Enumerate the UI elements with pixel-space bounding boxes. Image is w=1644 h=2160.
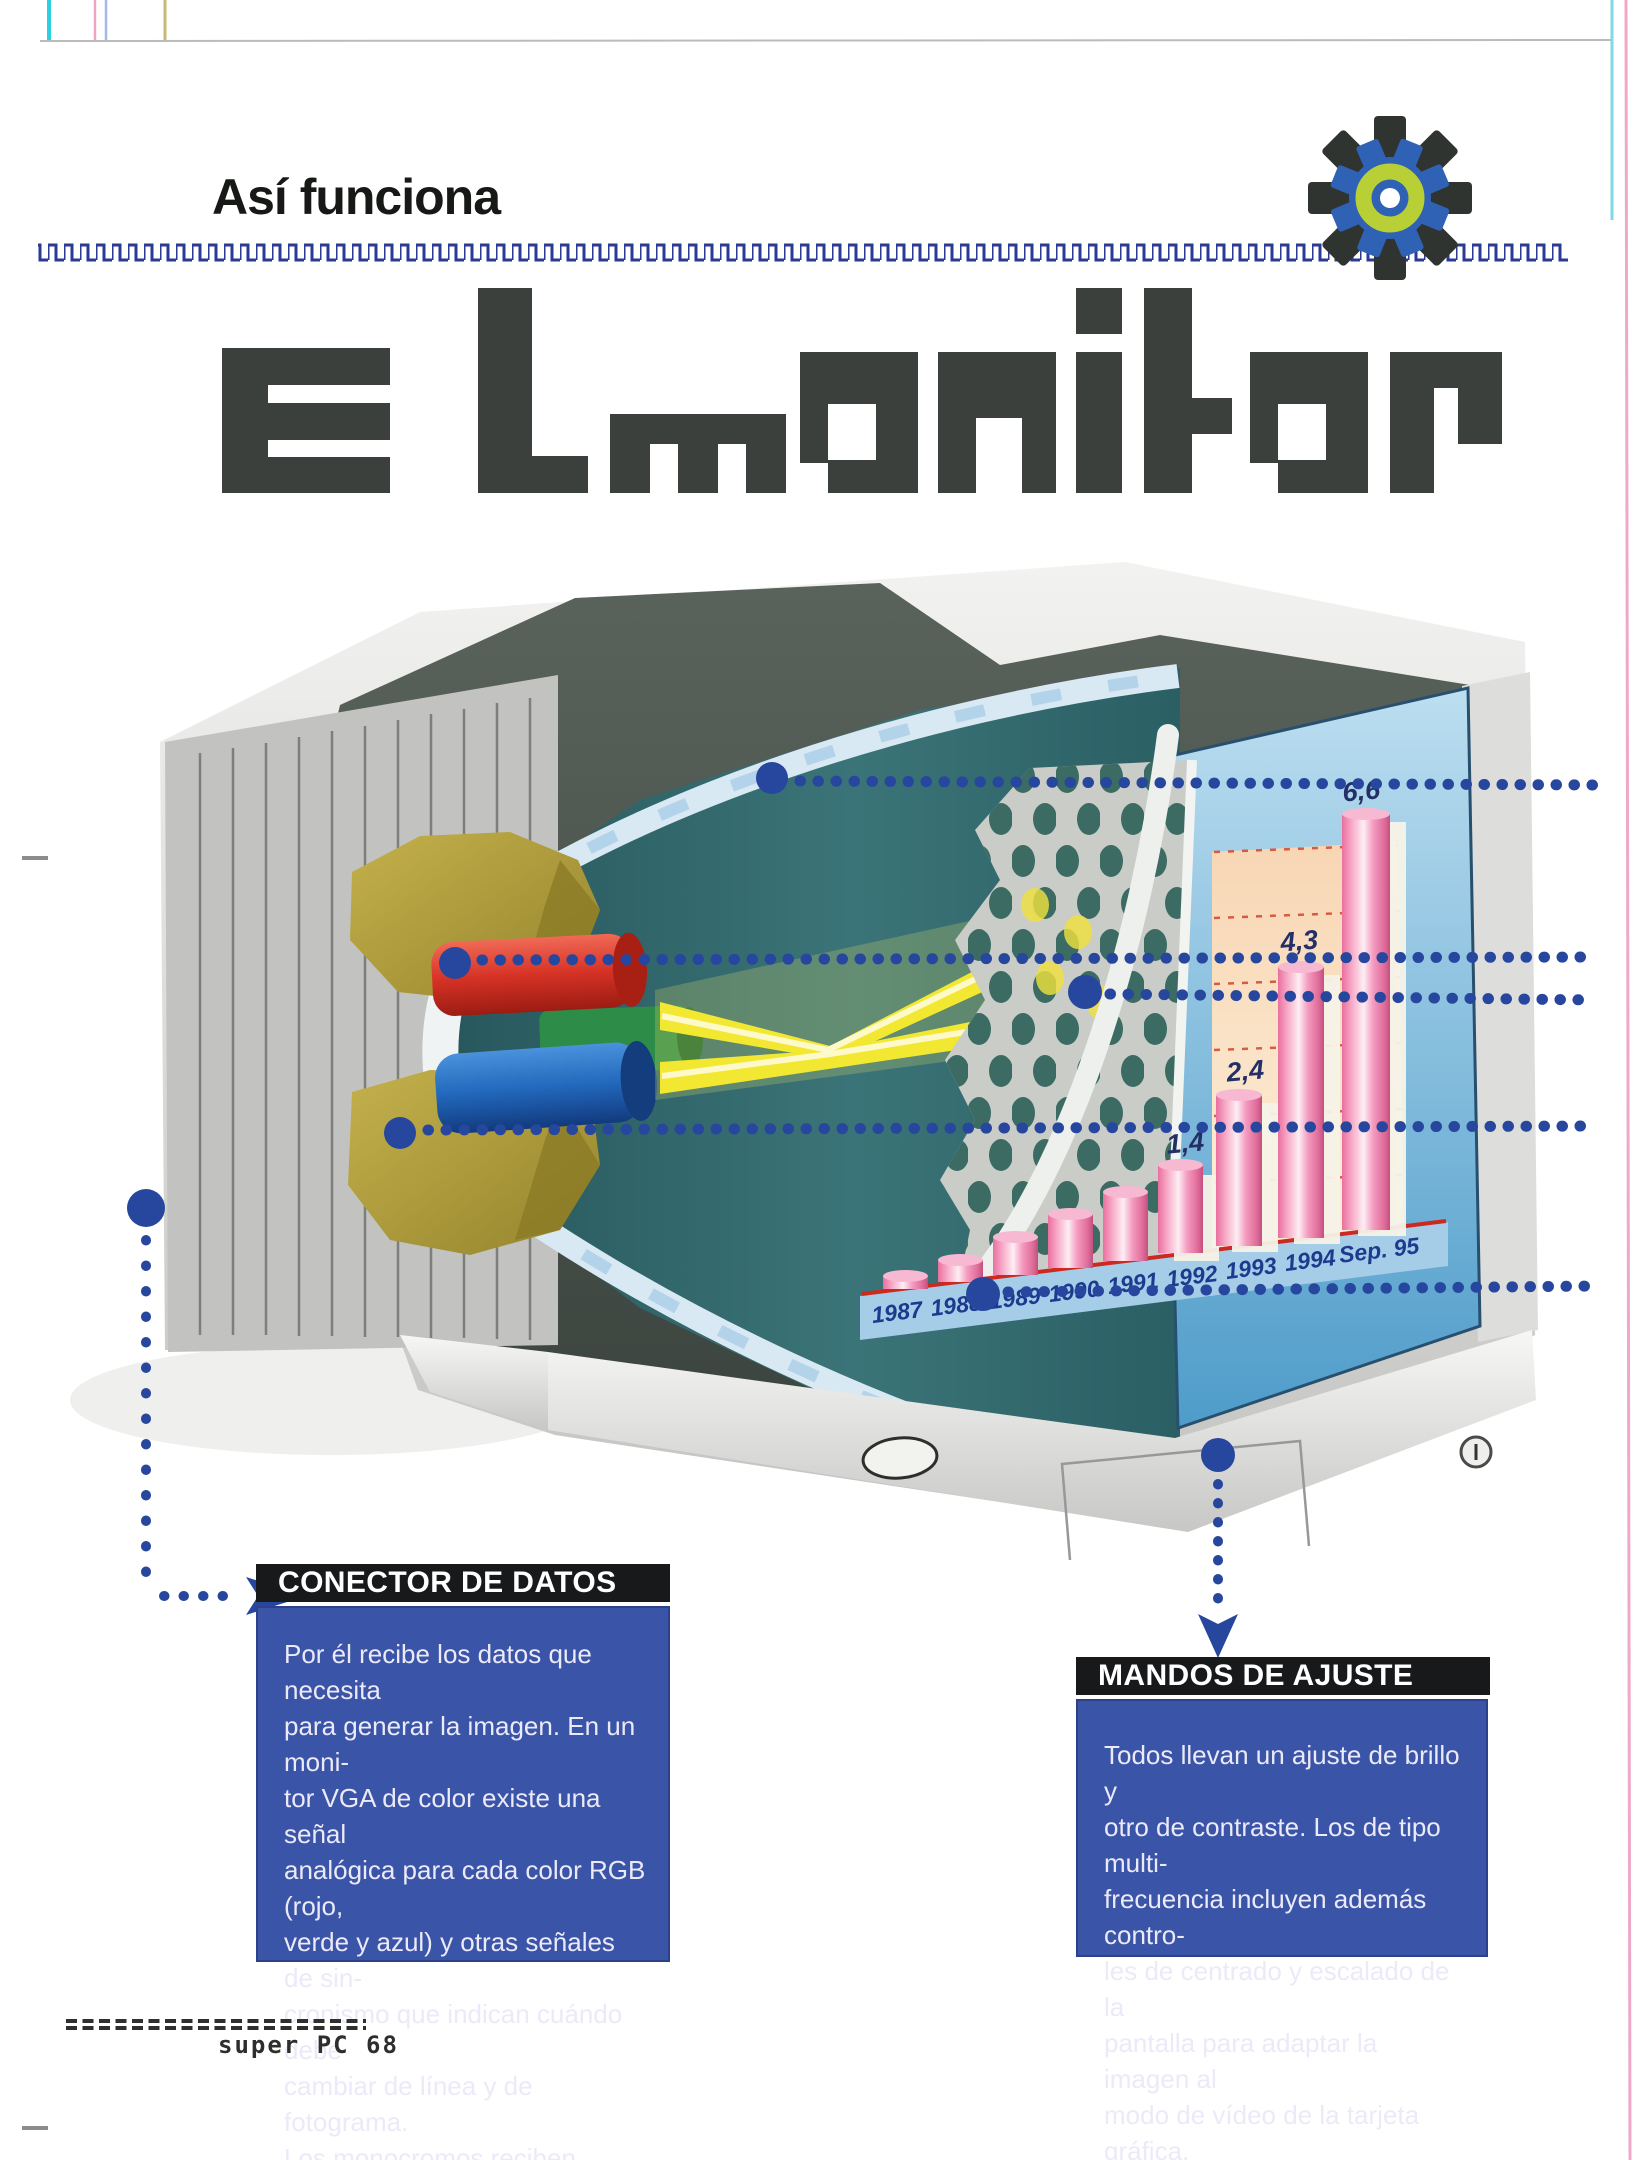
gun-red <box>431 932 648 1016</box>
callout-dot-yoke <box>384 1117 416 1149</box>
down-arrow-icon <box>1198 1614 1238 1658</box>
callout-mandos <box>1198 1438 1238 1658</box>
bar <box>1278 967 1324 1238</box>
wordmark-glyphs <box>222 288 1502 493</box>
conector-box-title: CONECTOR DE DATOS <box>256 1564 670 1602</box>
bezel-right <box>1462 672 1538 1342</box>
callout-dot-connector <box>127 1189 165 1227</box>
front-panel-details <box>861 1435 1493 1561</box>
bar <box>938 1260 983 1282</box>
conector-box-body: Por él recibe los datos que necesita par… <box>256 1606 670 2160</box>
value-label: 4,3 <box>1278 924 1319 957</box>
monitor-illustration: 1987 1988 1989 1990 1991 1992 1993 1994 … <box>70 562 1601 1658</box>
callout-line-yoke <box>422 1120 1601 1136</box>
footer-dashes <box>66 2019 366 2023</box>
bar <box>1103 1192 1148 1261</box>
footer-dashes <box>66 2026 366 2030</box>
callout-dot-glass <box>966 1277 1000 1311</box>
header-border-pattern <box>38 240 1568 264</box>
callout-line-glass <box>1002 1280 1601 1298</box>
bar <box>993 1237 1038 1275</box>
mandos-box-title: MANDOS DE AJUSTE <box>1076 1657 1490 1695</box>
gear-icon <box>1308 116 1472 280</box>
control-hatch-seam <box>1060 1439 1311 1561</box>
footer-page-label: super PC 68 <box>218 2031 399 2059</box>
bar <box>1158 1165 1203 1253</box>
x-axis-band <box>860 1222 1448 1340</box>
callout-dot-funnel <box>756 762 788 794</box>
brand-badge <box>861 1436 939 1480</box>
chart-bars <box>883 808 1390 1289</box>
year-label: 1994 <box>1283 1244 1337 1276</box>
year-label: 1990 <box>1047 1275 1101 1307</box>
value-label: 2,4 <box>1224 1054 1265 1087</box>
page-title: Así funciona <box>212 169 501 225</box>
callout-lines <box>384 762 1601 1311</box>
screen-chart: 1987 1988 1989 1990 1991 1992 1993 1994 … <box>860 774 1448 1340</box>
mandos-box-body: Todos llevan un ajuste de brillo y otro … <box>1076 1699 1488 2160</box>
front-bottom-band <box>400 1330 1536 1532</box>
callout-dot-mask <box>1068 975 1102 1009</box>
print-artifacts <box>22 0 1632 2160</box>
power-button-icon[interactable] <box>1459 1435 1493 1469</box>
year-label: 1993 <box>1224 1252 1278 1284</box>
bar <box>1216 1095 1262 1246</box>
gun-blue <box>435 1041 657 1134</box>
callout-dot-gun <box>439 947 471 979</box>
callout-dot-controls <box>1201 1438 1235 1472</box>
year-label: 1987 <box>870 1296 925 1328</box>
callout-line-gun <box>476 951 1601 966</box>
electron-guns <box>431 932 703 1134</box>
bar <box>1342 814 1390 1230</box>
callout-line-funnel <box>794 775 1601 791</box>
bar <box>1048 1214 1093 1268</box>
